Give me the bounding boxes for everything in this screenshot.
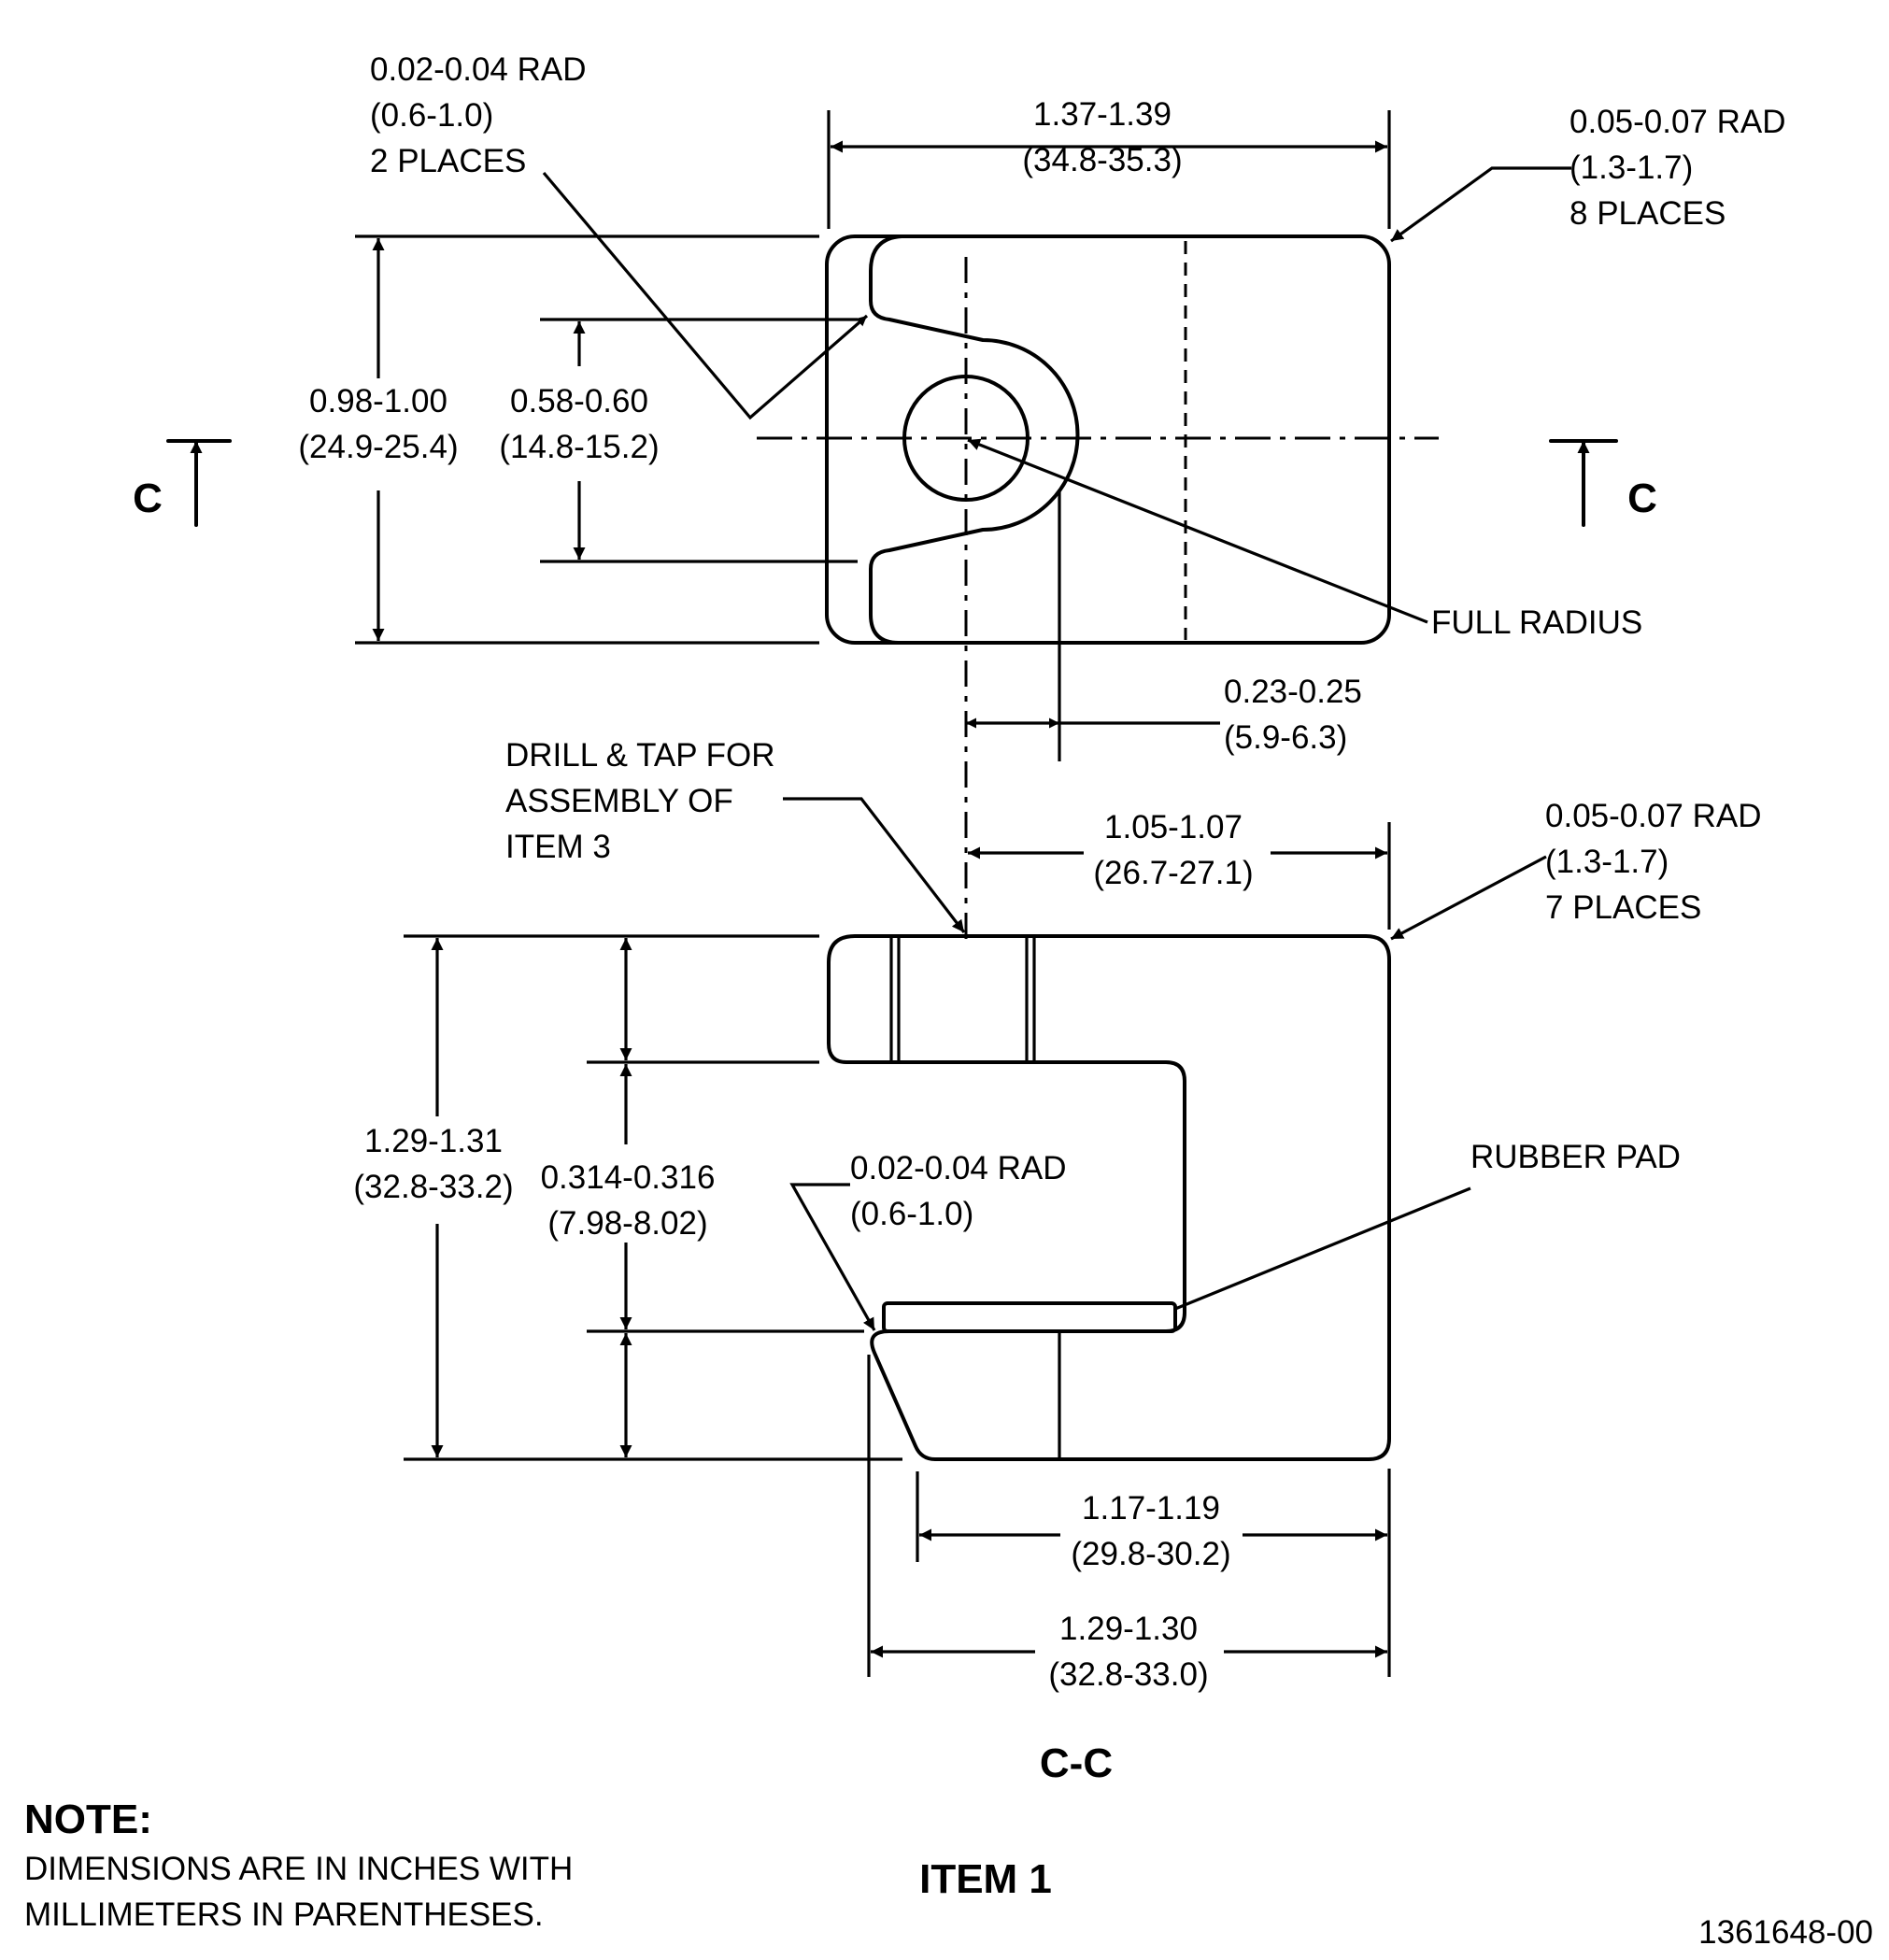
- dim-overall-height-in: 1.29-1.31: [364, 1123, 503, 1159]
- dim-jaw-thickness-mm: (7.98-8.02): [547, 1205, 707, 1242]
- note-corner-rad-section-3: 7 PLACES: [1545, 889, 1701, 926]
- note-corner-rad-large-3: 8 PLACES: [1569, 195, 1726, 232]
- dim-slot-width-in: 0.58-0.60: [510, 383, 648, 419]
- dim-jaw-thickness-in: 0.314-0.316: [541, 1159, 716, 1196]
- section-marker-right: C: [1549, 439, 1657, 527]
- dim-tap-offset-in: 1.05-1.07: [1104, 809, 1243, 845]
- note-rubber-pad: RUBBER PAD: [1470, 1139, 1681, 1175]
- dim-section-length-in: 1.29-1.30: [1059, 1611, 1198, 1647]
- note-corner-rad-section-1: 0.05-0.07 RAD: [1545, 798, 1762, 834]
- leader-corner-rad-section: [1390, 855, 1547, 941]
- section-letter-left: C: [133, 476, 163, 521]
- leader-drill-tap: [783, 797, 966, 933]
- dim-bottom-length-in: 1.17-1.19: [1082, 1490, 1220, 1527]
- leader-corner-rad-large: [1390, 166, 1571, 243]
- dim-overall-width-in: 0.98-1.00: [309, 383, 447, 419]
- rubber-pad: [882, 1301, 1177, 1333]
- note-drill-tap-3: ITEM 3: [505, 829, 611, 865]
- note-corner-rad-large-2: (1.3-1.7): [1569, 149, 1693, 186]
- top-view: C C 1.37-1.39 (34.8-35.3) 0.02-0.04 RAD …: [133, 51, 1786, 944]
- section-label: C-C: [1040, 1740, 1113, 1786]
- leader-rubber-pad: [1174, 1186, 1471, 1311]
- dim-slot-width-mm: (14.8-15.2): [499, 429, 659, 465]
- note-corner-rad-section-2: (1.3-1.7): [1545, 844, 1669, 880]
- dim-tap-offset-mm: (26.7-27.1): [1093, 855, 1253, 891]
- note-full-radius: FULL RADIUS: [1431, 604, 1642, 641]
- note-inner-rad-2: (0.6-1.0): [850, 1196, 973, 1232]
- note-corner-rad-large-1: 0.05-0.07 RAD: [1569, 104, 1786, 140]
- dim-section-length-mm: (32.8-33.0): [1048, 1656, 1208, 1693]
- notes-heading: NOTE:: [24, 1797, 152, 1842]
- dim-overall-height-mm: (32.8-33.2): [353, 1169, 513, 1205]
- note-drill-tap-1: DRILL & TAP FOR: [505, 737, 775, 774]
- dim-hole-offset-in: 0.23-0.25: [1224, 674, 1362, 710]
- dim-bottom-length-mm: (29.8-30.2): [1071, 1536, 1230, 1572]
- section-marker-left: C: [133, 439, 232, 527]
- dim-overall-width-mm: (24.9-25.4): [298, 429, 458, 465]
- notes-line-1: DIMENSIONS ARE IN INCHES WITH: [24, 1851, 573, 1887]
- note-corner-rad-small-2: (0.6-1.0): [370, 97, 493, 134]
- dim-hole-offset-mm: (5.9-6.3): [1224, 719, 1347, 756]
- note-inner-rad-1: 0.02-0.04 RAD: [850, 1150, 1067, 1186]
- dim-overall-length-mm: (34.8-35.3): [1022, 142, 1182, 178]
- leader-inner-rad: [789, 1183, 876, 1331]
- section-letter-right: C: [1627, 476, 1657, 521]
- note-corner-rad-small-3: 2 PLACES: [370, 143, 526, 179]
- note-corner-rad-small-1: 0.02-0.04 RAD: [370, 51, 587, 88]
- top-view-slot-profile: [869, 234, 1080, 645]
- drawing-number: 1361648-00: [1698, 1914, 1873, 1951]
- section-view: DRILL & TAP FOR ASSEMBLY OF ITEM 3 1.05-…: [353, 737, 1761, 1786]
- note-drill-tap-2: ASSEMBLY OF: [505, 783, 733, 819]
- notes-line-2: MILLIMETERS IN PARENTHESES.: [24, 1896, 544, 1933]
- leader-corner-rad-small: [542, 171, 869, 420]
- dim-overall-length-in: 1.37-1.39: [1033, 96, 1172, 133]
- notes-block: NOTE: DIMENSIONS ARE IN INCHES WITH MILL…: [24, 1797, 573, 1933]
- item-label: ITEM 1: [919, 1856, 1052, 1902]
- leader-full-radius: [967, 438, 1428, 624]
